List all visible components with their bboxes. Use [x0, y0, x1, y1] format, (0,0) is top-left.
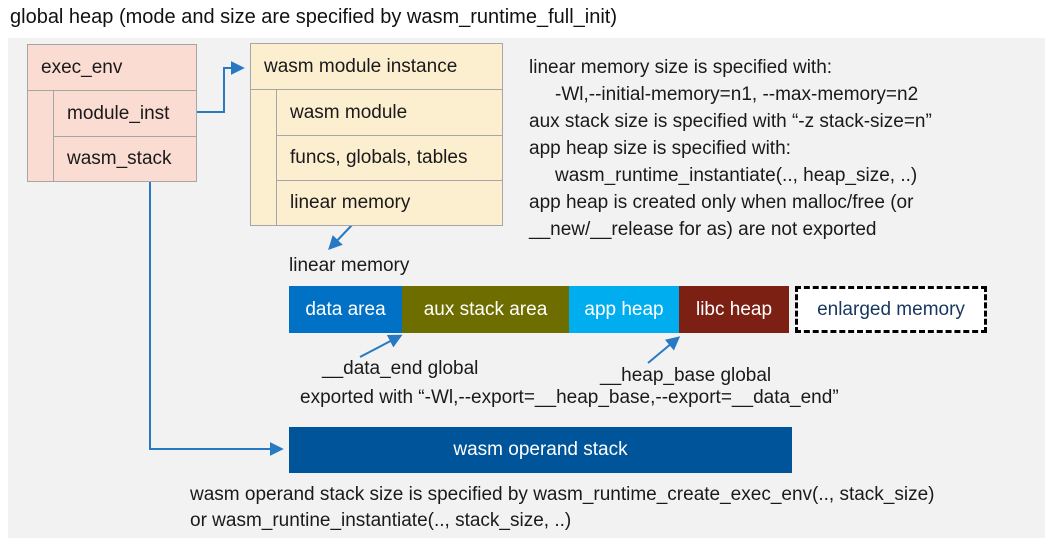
note-line: -Wl,--initial-memory=n1, --max-memory=n2 — [555, 84, 919, 105]
segment-libc-heap: libc heap — [679, 286, 789, 333]
arrow-data-end-to-bar — [359, 334, 403, 358]
note-line: __new/__release for as) are not exported — [529, 219, 877, 240]
diagram-title: global heap (mode and size are specified… — [10, 6, 617, 28]
segment-app-heap: app heap — [569, 286, 679, 333]
exec-env-header: exec_env — [28, 45, 196, 91]
exec-env-indent — [28, 91, 54, 181]
segment-aux-stack-area: aux stack area — [402, 286, 569, 333]
module-instance-row-funcs-globals-tables: funcs, globals, tables — [277, 135, 502, 180]
arrow-instance-to-linear-memory — [328, 224, 353, 251]
exec-env-row-wasm-stack: wasm_stack — [54, 136, 196, 181]
module-instance-row-linear-memory: linear memory — [277, 180, 502, 225]
note-line: app heap size is specified with: — [529, 138, 791, 159]
note-line: wasm operand stack size is specified by … — [190, 484, 935, 505]
data-end-annotation: __data_end global — [322, 358, 479, 379]
segment-data-area: data area — [289, 286, 402, 333]
exported-annotation: exported with “-Wl,--export=__heap_base,… — [300, 387, 839, 408]
note-line: app heap is created only when malloc/fre… — [529, 192, 914, 213]
diagram-canvas: exec_env module_inst wasm_stack wasm mod… — [8, 38, 1045, 538]
exec-env-box: exec_env module_inst wasm_stack — [27, 44, 197, 182]
heap-base-annotation: __heap_base global — [600, 365, 772, 386]
linear-memory-bar: data area aux stack area app heap libc h… — [289, 286, 987, 333]
module-instance-header: wasm module instance — [251, 44, 502, 90]
note-line: wasm_runtime_instantiate(.., heap_size, … — [555, 165, 918, 186]
note-line: aux stack size is specified with “-z sta… — [529, 111, 932, 132]
arrow-heap-base-to-bar — [647, 336, 681, 364]
memory-size-notes: linear memory size is specified with: -W… — [529, 54, 1045, 243]
note-line: or wasm_runtine_instantiate(.., stack_si… — [190, 510, 572, 531]
exec-env-row-module-inst: module_inst — [67, 102, 170, 124]
operand-stack-note: wasm operand stack size is specified by … — [190, 482, 935, 534]
module-instance-box: wasm module instance wasm module funcs, … — [250, 43, 503, 226]
linear-memory-label: linear memory — [289, 255, 410, 276]
note-line: linear memory size is specified with: — [529, 57, 833, 78]
segment-enlarged-memory: enlarged memory — [795, 286, 987, 333]
module-instance-row-wasm-module: wasm module — [290, 101, 408, 123]
module-instance-indent — [251, 90, 277, 225]
wasm-operand-stack-bar: wasm operand stack — [289, 427, 792, 473]
